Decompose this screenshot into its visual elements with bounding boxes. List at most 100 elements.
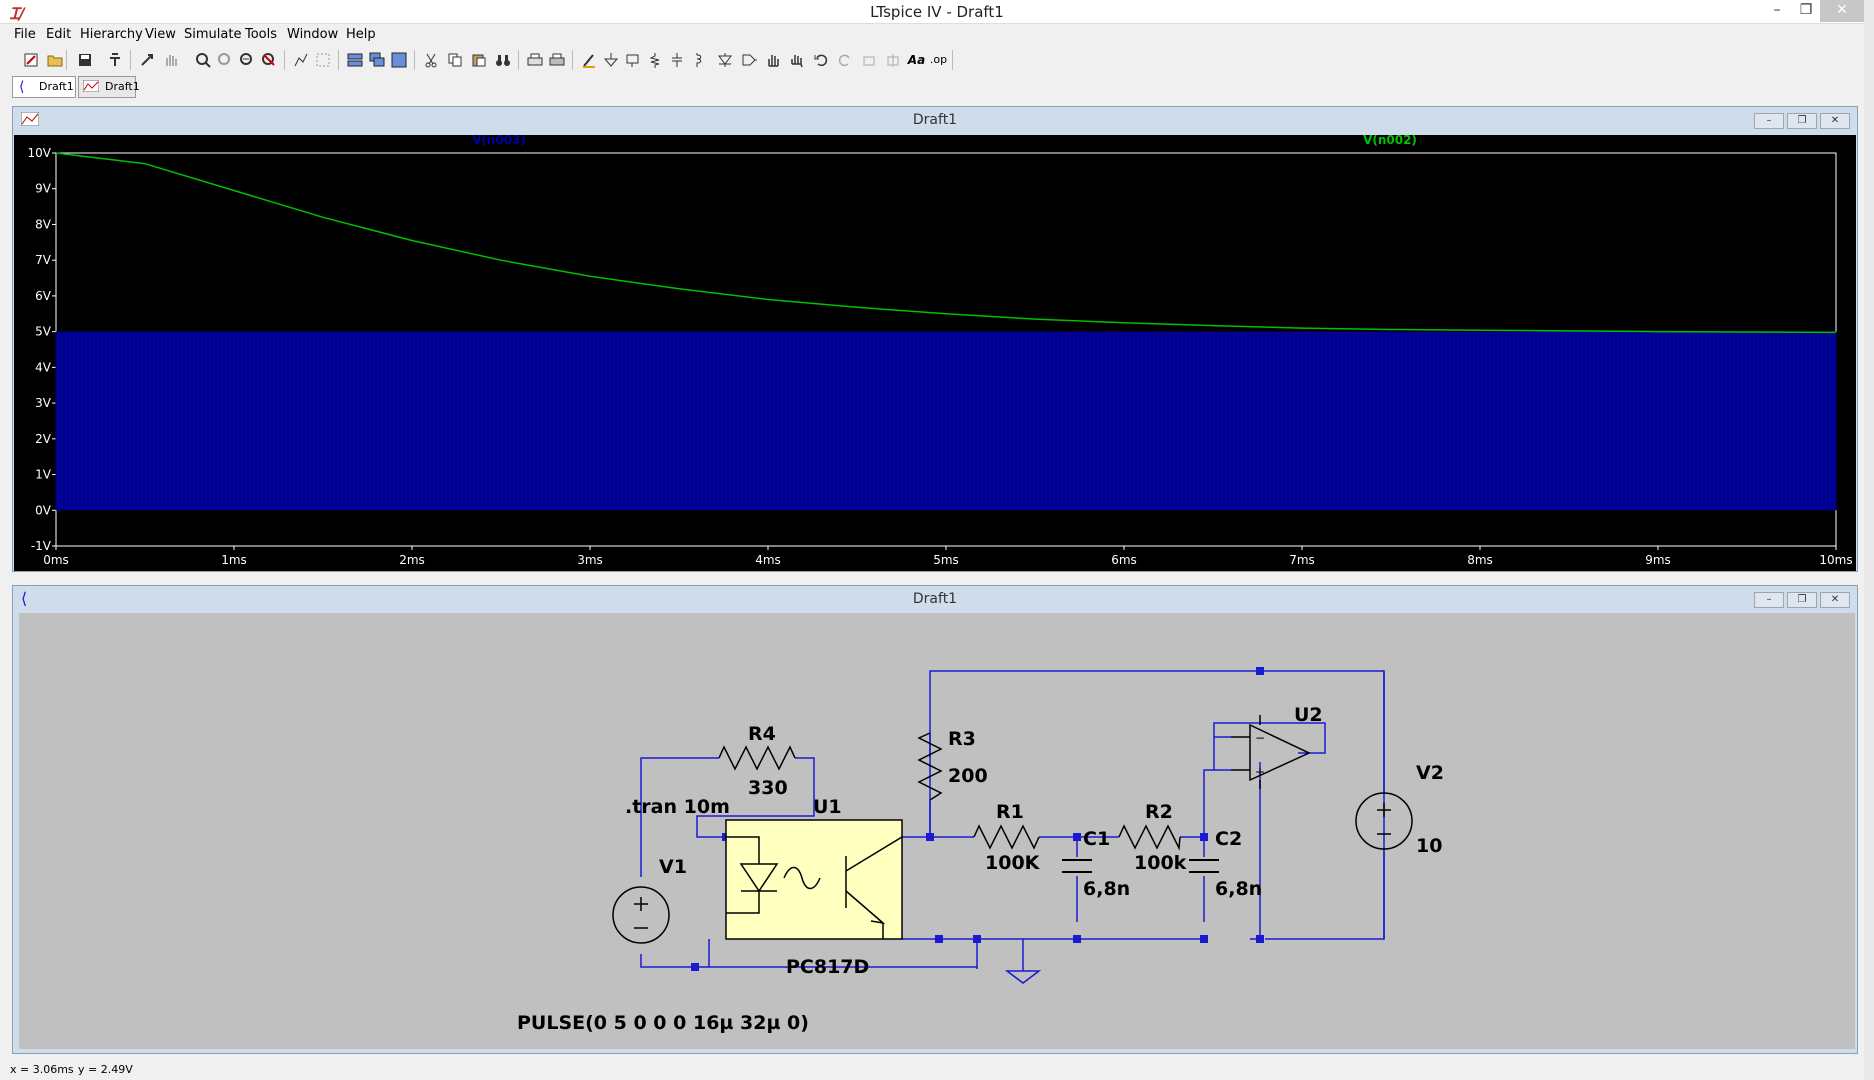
r4-name: R4 <box>748 723 776 745</box>
drag-hand-icon[interactable] <box>786 49 807 70</box>
x-tick-label: 5ms <box>933 553 959 567</box>
run-icon[interactable] <box>136 49 157 70</box>
cut-icon[interactable] <box>420 49 441 70</box>
r3-name: R3 <box>948 728 976 750</box>
optocoupler-u1[interactable] <box>725 819 903 940</box>
zoom-area-icon[interactable] <box>312 49 333 70</box>
toolbar-separator <box>66 50 67 70</box>
c2-value: 6,8n <box>1215 878 1262 900</box>
zoom-fit-icon[interactable] <box>258 49 279 70</box>
tile-horizontal-icon[interactable] <box>344 49 365 70</box>
inductor-icon[interactable] <box>688 49 709 70</box>
schematic-minimize-button[interactable]: – <box>1754 592 1784 608</box>
c1-name: C1 <box>1083 828 1110 850</box>
status-bar: x = 3.06ms y = 2.49V <box>0 1058 1874 1080</box>
v2-value: 10 <box>1416 835 1442 857</box>
tab-waveform[interactable]: Draft1 <box>78 76 140 98</box>
capacitor-icon[interactable] <box>666 49 687 70</box>
schematic-window: ⟨ Draft1 – ❐ ✕ R4 <box>12 585 1858 1054</box>
paste-icon[interactable] <box>468 49 489 70</box>
menu-simulate[interactable]: Simulate <box>184 27 242 42</box>
zoom-in-icon[interactable] <box>192 49 213 70</box>
save-icon[interactable] <box>74 49 95 70</box>
draw-wire-icon[interactable] <box>578 49 599 70</box>
find-binoculars-icon[interactable] <box>492 49 513 70</box>
voltage-source-v1[interactable] <box>612 886 670 944</box>
y-tick-label: 5V <box>35 325 52 339</box>
plot-close-button[interactable]: ✕ <box>1820 113 1850 129</box>
y-tick-label: 3V <box>35 396 52 410</box>
v1-value: PULSE(0 5 0 0 0 16µ 32µ 0) <box>517 1012 809 1034</box>
toolbar-separator <box>952 50 953 70</box>
control-panel-icon[interactable] <box>104 49 125 70</box>
diode-icon[interactable] <box>714 49 735 70</box>
resistor-icon[interactable] <box>644 49 665 70</box>
capacitor-c2[interactable] <box>1189 859 1219 873</box>
plot-restore-button[interactable]: ❐ <box>1787 113 1817 129</box>
halt-hand-icon[interactable] <box>160 49 181 70</box>
x-tick-label: 7ms <box>1289 553 1315 567</box>
copy-icon[interactable] <box>444 49 465 70</box>
menu-edit[interactable]: Edit <box>46 27 72 42</box>
waveform-icon <box>82 79 100 95</box>
spice-directive-icon[interactable]: .op <box>929 53 948 66</box>
legend-v-n003[interactable]: V(n003) <box>472 135 526 147</box>
resistor-r1[interactable] <box>973 824 1040 850</box>
tab-schematic[interactable]: ⟨ Draft1 <box>12 76 76 98</box>
title-bar: Ɪ/ LTspice IV - Draft1 – ❐ ✕ <box>0 0 1874 24</box>
u1-name: U1 <box>813 796 842 818</box>
schematic-close-button[interactable]: ✕ <box>1820 592 1850 608</box>
undo-icon[interactable] <box>810 49 831 70</box>
label-net-icon[interactable] <box>622 49 643 70</box>
menu-view[interactable]: View <box>145 27 176 42</box>
opamp-u2[interactable] <box>1231 715 1311 789</box>
print-setup-icon[interactable] <box>524 49 545 70</box>
cursor-y-readout: y = 2.49V <box>78 1063 133 1076</box>
minimize-button[interactable]: – <box>1773 2 1781 18</box>
menu-file[interactable]: File <box>14 27 36 42</box>
print-icon[interactable] <box>546 49 567 70</box>
rotate-icon[interactable] <box>858 49 879 70</box>
right-scrollbar[interactable] <box>1864 0 1874 1080</box>
voltage-source-v2[interactable] <box>1355 792 1413 850</box>
legend-v-n002[interactable]: V(n002) <box>1363 135 1417 147</box>
redo-icon[interactable] <box>834 49 855 70</box>
component-icon[interactable] <box>738 49 759 70</box>
capacitor-c1[interactable] <box>1062 859 1092 873</box>
zoom-out-icon[interactable] <box>236 49 257 70</box>
resistor-r2[interactable] <box>1118 824 1181 851</box>
autorange-icon[interactable] <box>290 49 311 70</box>
series-v-n002 <box>55 152 1837 334</box>
close-all-icon[interactable] <box>388 49 409 70</box>
y-tick-label: 7V <box>35 253 52 267</box>
pan-icon[interactable] <box>214 49 235 70</box>
schematic-restore-button[interactable]: ❐ <box>1787 592 1817 608</box>
restore-button[interactable]: ❐ <box>1799 2 1813 18</box>
cascade-icon[interactable] <box>366 49 387 70</box>
resistor-r4[interactable] <box>718 745 796 771</box>
close-button[interactable]: ✕ <box>1820 0 1864 22</box>
move-hand-icon[interactable] <box>762 49 783 70</box>
series-v-n003 <box>55 331 1837 511</box>
x-tick-label: 2ms <box>399 553 425 567</box>
menu-tools[interactable]: Tools <box>245 27 278 42</box>
new-schematic-icon[interactable] <box>20 49 41 70</box>
y-tick-label: -1V <box>31 539 52 553</box>
menu-hierarchy[interactable]: Hierarchy <box>80 27 143 42</box>
menu-window[interactable]: Window <box>287 27 339 42</box>
plot-minimize-button[interactable]: – <box>1754 113 1784 129</box>
menu-help[interactable]: Help <box>346 27 376 42</box>
open-folder-icon[interactable] <box>44 49 65 70</box>
toolbar-separator <box>518 50 519 70</box>
series-v-n003-envelope <box>56 331 1836 511</box>
toolbar-separator <box>414 50 415 70</box>
resistor-r3[interactable] <box>917 732 943 801</box>
toolbar-separator <box>130 50 131 70</box>
mirror-icon[interactable] <box>882 49 903 70</box>
ground-icon[interactable] <box>600 49 621 70</box>
text-icon[interactable]: Aa <box>907 52 926 67</box>
spice-directive[interactable]: .tran 10m <box>625 796 730 818</box>
schematic-canvas[interactable]: R4 330 R3 200 R1 100K R2 100k C1 6,8n C2… <box>19 613 1855 1049</box>
plot-window-title: Draft1 <box>912 112 958 128</box>
